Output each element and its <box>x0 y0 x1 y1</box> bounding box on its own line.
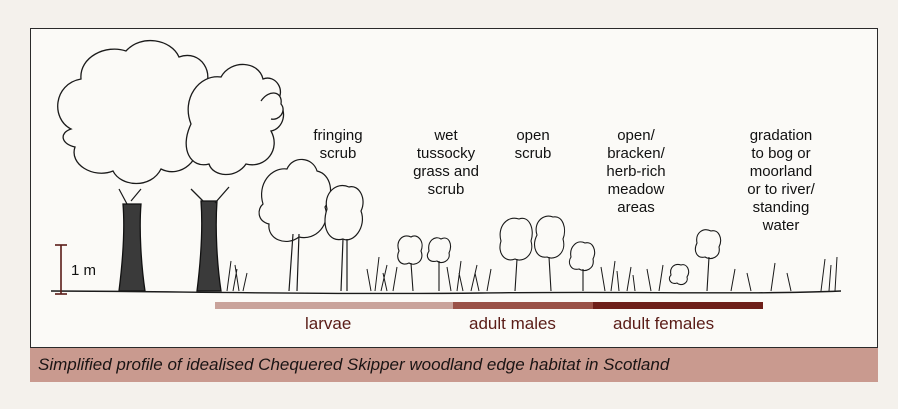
figure-caption: Simplified profile of idealised Chequere… <box>30 348 878 382</box>
large-tree-left <box>58 41 213 291</box>
band-label-adult-females: adult females <box>613 314 714 334</box>
habitat-profile-figure: fringing scrub wet tussocky grass and sc… <box>30 28 878 348</box>
band-adult-females <box>593 302 763 309</box>
band-larvae <box>215 302 453 309</box>
ground-line <box>51 291 841 294</box>
zone-label-wet-tussocky: wet tussocky grass and scrub <box>401 127 491 199</box>
zone-label-fringing-scrub: fringing scrub <box>293 127 383 163</box>
fringing-scrub-trees <box>259 159 363 291</box>
zone-label-gradation: gradation to bog or moorland or to river… <box>725 127 837 235</box>
scale-label: 1 m <box>71 262 96 279</box>
scale-bar <box>55 245 67 294</box>
small-shrubs <box>398 216 721 291</box>
band-label-adult-males: adult males <box>469 314 556 334</box>
band-adult-males <box>453 302 593 309</box>
band-label-larvae: larvae <box>305 314 351 334</box>
zone-label-open-scrub: open scrub <box>493 127 573 163</box>
zone-label-open-bracken: open/ bracken/ herb-rich meadow areas <box>591 127 681 217</box>
grass-tufts <box>227 257 837 291</box>
